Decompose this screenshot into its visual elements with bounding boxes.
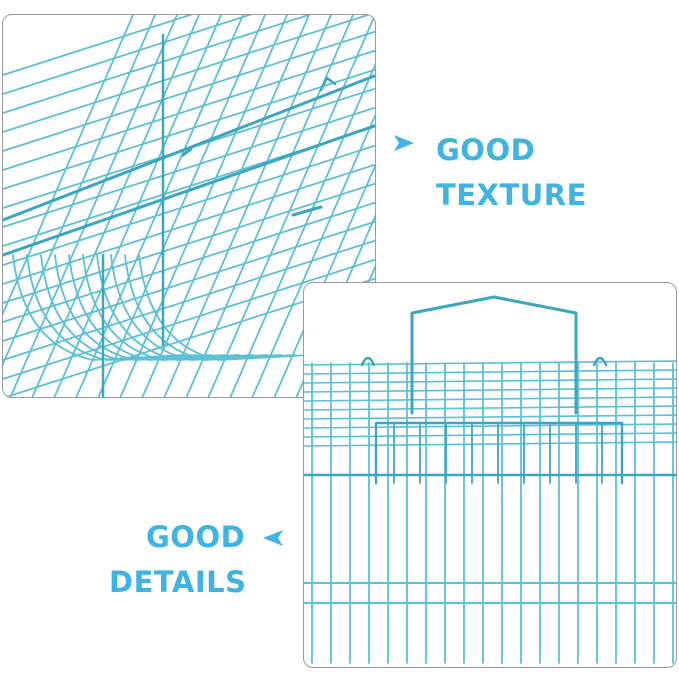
wire-cross xyxy=(3,30,375,152)
frame-rod xyxy=(3,74,375,222)
wire-curve xyxy=(40,254,212,361)
wire-horizontal xyxy=(304,360,676,366)
wire-cross xyxy=(3,15,193,76)
wire-diagonal xyxy=(75,15,244,397)
wire-cross xyxy=(3,182,375,304)
wire-diagonal xyxy=(273,164,375,397)
frame-rod xyxy=(3,124,375,257)
wire-horizontal xyxy=(304,378,676,384)
hook xyxy=(592,356,608,367)
caption-good-details-line2: DETAILS xyxy=(109,565,247,599)
clip xyxy=(181,147,193,157)
arrow-right-icon xyxy=(394,135,414,151)
wire-cross xyxy=(3,68,375,190)
door-frame xyxy=(374,421,624,485)
wire-cross xyxy=(3,15,253,95)
wire-diagonal xyxy=(9,15,178,397)
hook xyxy=(360,356,376,367)
wire-curve xyxy=(138,254,310,361)
wire-cross xyxy=(3,15,371,133)
cage-details-photo xyxy=(304,295,676,664)
wire-curve xyxy=(68,254,240,361)
handle xyxy=(410,295,578,415)
wire-horizontal xyxy=(304,387,676,393)
hook xyxy=(319,76,337,92)
wire-diagonal xyxy=(31,15,200,397)
wire-cross xyxy=(3,144,375,266)
clip xyxy=(291,205,323,217)
wire-curve xyxy=(96,254,268,361)
wire-curve xyxy=(26,254,198,361)
wire-horizontal xyxy=(304,414,676,420)
caption-good-details-line1: GOOD xyxy=(146,520,246,554)
wire-cross xyxy=(3,163,375,285)
wire-cross xyxy=(3,220,375,342)
photo-panel-texture xyxy=(2,14,376,398)
wire-curve xyxy=(54,254,226,361)
wire-curve xyxy=(12,254,184,361)
caption-good-texture-line2: TEXTURE xyxy=(436,178,587,212)
wire-curve xyxy=(82,254,254,361)
caption-good-texture-line1: GOOD xyxy=(436,133,536,167)
wire-diagonal xyxy=(251,113,375,397)
wire-horizontal xyxy=(304,369,676,375)
wire-diagonal xyxy=(3,15,156,366)
photo-panel-details xyxy=(303,282,677,668)
wire-curve xyxy=(124,254,296,361)
arrow-left-icon xyxy=(263,530,283,546)
wire-cross xyxy=(3,106,375,228)
wire-curve xyxy=(110,254,282,361)
wire-horizontal xyxy=(304,405,676,411)
wire-diagonal xyxy=(119,15,288,397)
cage-texture-photo xyxy=(3,15,375,397)
wire-horizontal xyxy=(304,396,676,402)
wire-cross xyxy=(3,15,312,114)
wire-cross xyxy=(3,258,375,380)
wire-cross xyxy=(3,49,375,171)
wire-diagonal xyxy=(163,15,332,397)
